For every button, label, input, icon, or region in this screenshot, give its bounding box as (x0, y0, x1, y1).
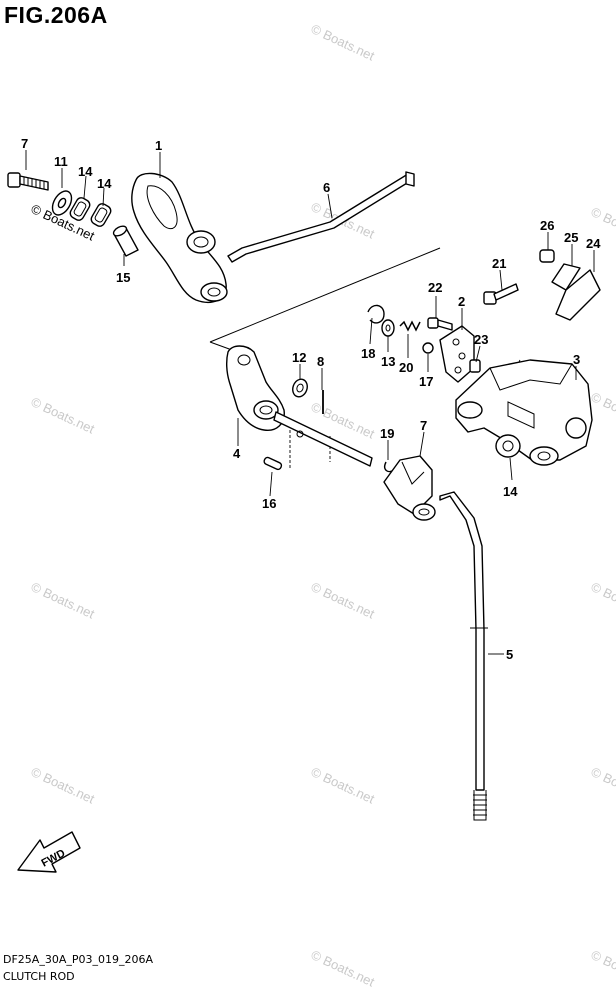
watermark: © Boats.net (309, 764, 377, 807)
part-26-nut (539, 249, 555, 263)
callout-14: 14 (97, 176, 112, 191)
callout-15: 15 (116, 270, 130, 285)
part-1-lever (131, 172, 228, 303)
callout-23: 23 (474, 332, 488, 347)
callout-13: 14 (503, 484, 518, 499)
part-12-washer (292, 378, 308, 398)
callout-12: 12 (292, 350, 306, 365)
watermark: © Boats.net (29, 579, 97, 622)
callout-21: 21 (492, 256, 506, 271)
callout-10: 11 (54, 154, 68, 169)
callout-3: 3 (573, 352, 580, 367)
figure-title: FIG.206A (4, 2, 108, 28)
watermark: © Boats.net (29, 764, 97, 807)
part-3-housing (455, 359, 593, 466)
part-16-pin (263, 456, 283, 471)
watermark: © Boats.net (309, 947, 377, 988)
leader-lines (25, 150, 595, 655)
part-15-collar (112, 225, 139, 257)
callout-11: 13 (381, 354, 395, 369)
callout-18: 18 (361, 346, 375, 361)
callout-16: 16 (262, 496, 276, 511)
callout-4: 4 (233, 446, 241, 461)
watermark: © Boats.net (589, 579, 616, 622)
watermark: © Boats.net (309, 21, 377, 64)
callout-26: 26 (540, 218, 554, 233)
part-25-bracket (551, 263, 581, 291)
part-9-bolt (7, 172, 49, 191)
part-23-pin (469, 359, 481, 373)
callout-labels: 1 7 11 14 14 15 6 4 12 8 16 19 7 5 18 13… (21, 136, 601, 662)
part-14-bushing-b (90, 203, 112, 227)
part-18-circlip (367, 304, 385, 324)
part-22-bolt (427, 317, 453, 331)
callout-9: 7 (21, 136, 28, 151)
watermark: © Boats.net (589, 947, 616, 988)
callout-22: 22 (428, 280, 442, 295)
watermark: © Boats.net (589, 389, 616, 432)
figure-code: DF25A_30A_P03_019_206A (3, 953, 153, 966)
callout-2: 2 (458, 294, 465, 309)
callout-7: 7 (420, 418, 427, 433)
part-6-rod (227, 171, 415, 263)
watermark: © Boats.net (589, 764, 616, 807)
part-21-bolt (483, 283, 519, 305)
part-2-plate (439, 325, 475, 383)
callout-25: 25 (564, 230, 578, 245)
part-10-washer (51, 190, 73, 216)
callout-17: 17 (419, 374, 433, 389)
part-13-washer (495, 434, 521, 458)
callout-5: 5 (506, 647, 513, 662)
watermarks: © Boats.net © Boats.net © Boats.net © Bo… (29, 21, 616, 988)
part-11-washer (381, 319, 395, 337)
part-14-bushing-a (69, 197, 91, 221)
callout-1: 1 (155, 138, 162, 153)
part-7-rod-guide (383, 455, 436, 521)
callout-20: 20 (399, 360, 413, 375)
part-4-shaft (273, 411, 373, 467)
figure-name: CLUTCH ROD (3, 970, 75, 983)
fwd-arrow-badge: FWD (17, 831, 81, 873)
part-4-shift-lever (225, 345, 285, 431)
callout-14: 14 (78, 164, 93, 179)
watermark: © Boats.net (29, 394, 97, 437)
callout-6: 6 (323, 180, 330, 195)
part-17-ball (422, 342, 434, 354)
part-20-spring (399, 320, 421, 332)
part-24-bracket (555, 269, 601, 321)
callout-8: 8 (317, 354, 324, 369)
callout-19: 19 (380, 426, 394, 441)
part-5-clutch-rod (439, 491, 488, 821)
callout-24: 24 (586, 236, 601, 251)
watermark: © Boats.net (309, 579, 377, 622)
